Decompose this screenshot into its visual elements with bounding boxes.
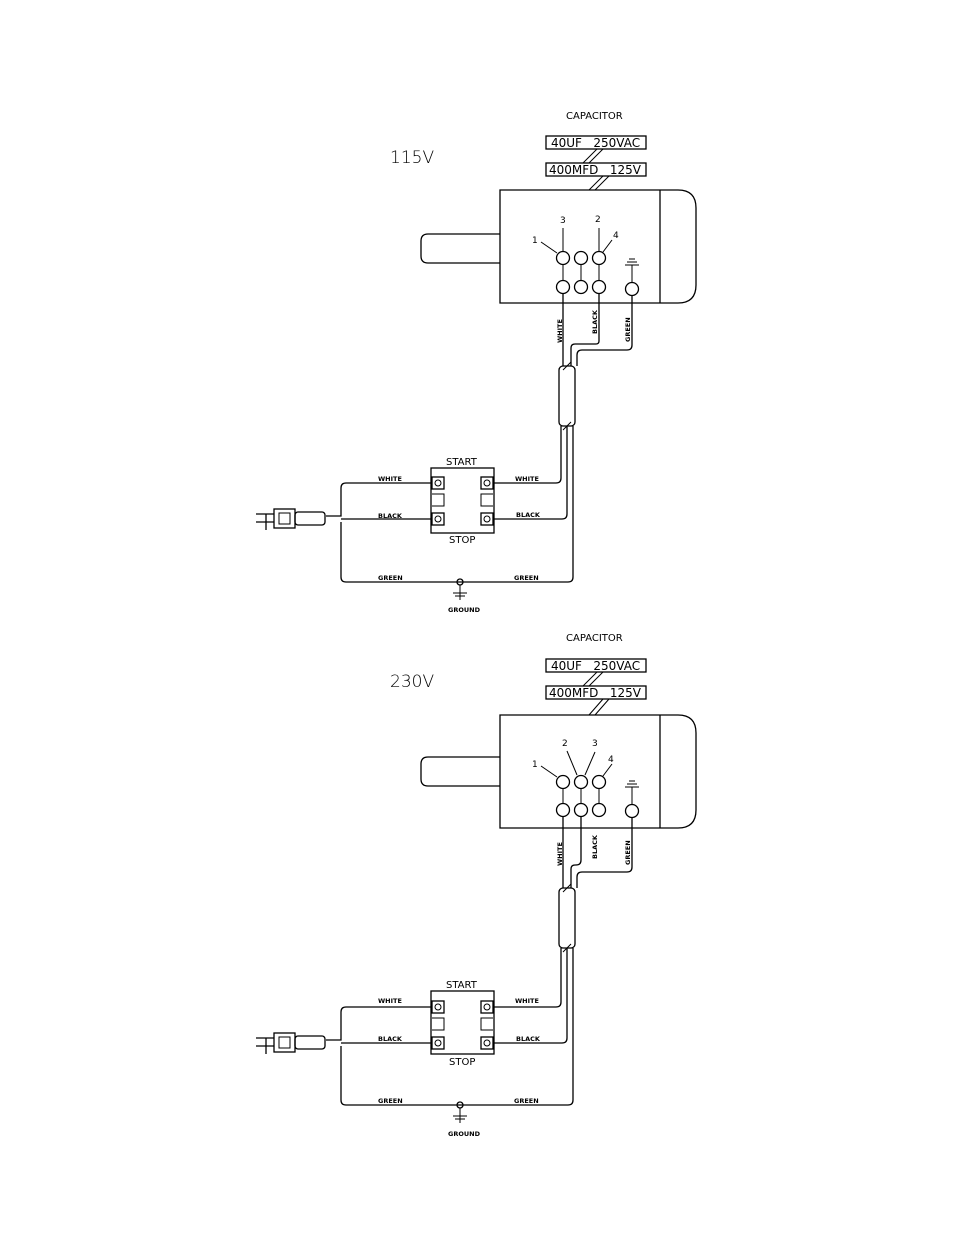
capacitor-label: CAPACITOR (566, 111, 623, 122)
ground-connection: GROUND (448, 1102, 481, 1138)
terminal-number-2: 2 (562, 739, 568, 749)
ground-connection: GROUND (448, 579, 481, 614)
capacitor-rating-1: 40UF 250VAC (551, 659, 640, 673)
power-plug (256, 483, 431, 530)
start-stop-switch: START STOP (431, 980, 494, 1068)
capacitor: CAPACITOR 40UF 250VAC 400MFD 125V (546, 111, 646, 190)
ground-label: GROUND (448, 606, 481, 614)
ground-wire-right-label: GREEN (514, 1097, 539, 1105)
switch-stop-label: STOP (449, 535, 475, 546)
motor-wires: WHITE BLACK GREEN (341, 294, 632, 582)
motor-wire-white-label: WHITE (556, 319, 564, 343)
motor-wires: WHITE BLACK GREEN (341, 817, 632, 1105)
motor-wire-black-label: BLACK (591, 309, 599, 334)
motor-wire-green-label: GREEN (624, 317, 632, 342)
terminal-number-1: 1 (532, 760, 538, 770)
voltage-label: 115V (390, 148, 434, 168)
switch-start-label: START (446, 980, 478, 991)
ground-wire-left-label: GREEN (378, 574, 403, 582)
terminal-number-3: 3 (592, 739, 598, 749)
ground-wire-right-label: GREEN (514, 574, 539, 582)
motor-wire-green-label: GREEN (624, 840, 632, 865)
motor-wire-white-label: WHITE (556, 842, 564, 866)
cable-sheath (559, 366, 575, 426)
cable-sheath (559, 888, 575, 948)
wiring-diagram-115v: 115V CAPACITOR 40UF 250VAC 400MFD 125V (256, 111, 696, 614)
switch-right-white-label: WHITE (515, 475, 539, 483)
motor: 2 3 1 4 (421, 715, 696, 828)
capacitor-rating-1: 40UF 250VAC (551, 136, 640, 150)
voltage-label: 230V (390, 672, 434, 692)
power-plug (256, 1007, 431, 1054)
capacitor: CAPACITOR 40UF 250VAC 400MFD 125V (546, 633, 646, 715)
ground-label: GROUND (448, 1130, 481, 1138)
switch-start-label: START (446, 457, 478, 468)
motor-wire-black-label: BLACK (591, 834, 599, 859)
switch-left-white-label: WHITE (378, 997, 402, 1005)
switch-left-black-label: BLACK (378, 1035, 403, 1043)
ground-wire-left-label: GREEN (378, 1097, 403, 1105)
terminal-number-4: 4 (608, 755, 614, 765)
capacitor-label: CAPACITOR (566, 633, 623, 644)
switch-right-white-label: WHITE (515, 997, 539, 1005)
terminal-number-3: 3 (560, 216, 566, 226)
switch-stop-label: STOP (449, 1057, 475, 1068)
switch-right-black-label: BLACK (516, 1035, 541, 1043)
switch-left-white-label: WHITE (378, 475, 402, 483)
capacitor-rating-2: 400MFD 125V (549, 686, 642, 700)
terminal-number-4: 4 (613, 231, 619, 241)
motor: 3 2 1 4 (421, 190, 696, 303)
motor-terminal-block (541, 751, 639, 818)
switch-right-black-label: BLACK (516, 511, 541, 519)
terminal-number-1: 1 (532, 236, 538, 246)
motor-terminal-block (541, 228, 639, 296)
motor-body (500, 190, 696, 303)
motor-shaft (421, 234, 500, 263)
start-stop-switch: START STOP (431, 457, 494, 546)
wiring-diagram-230v: 230V CAPACITOR 40UF 250VAC 400MFD 125V (256, 633, 696, 1138)
switch-body (431, 468, 494, 533)
terminal-number-2: 2 (595, 215, 601, 225)
capacitor-rating-2: 400MFD 125V (549, 163, 642, 177)
motor-body (500, 715, 696, 828)
motor-shaft (421, 757, 500, 786)
